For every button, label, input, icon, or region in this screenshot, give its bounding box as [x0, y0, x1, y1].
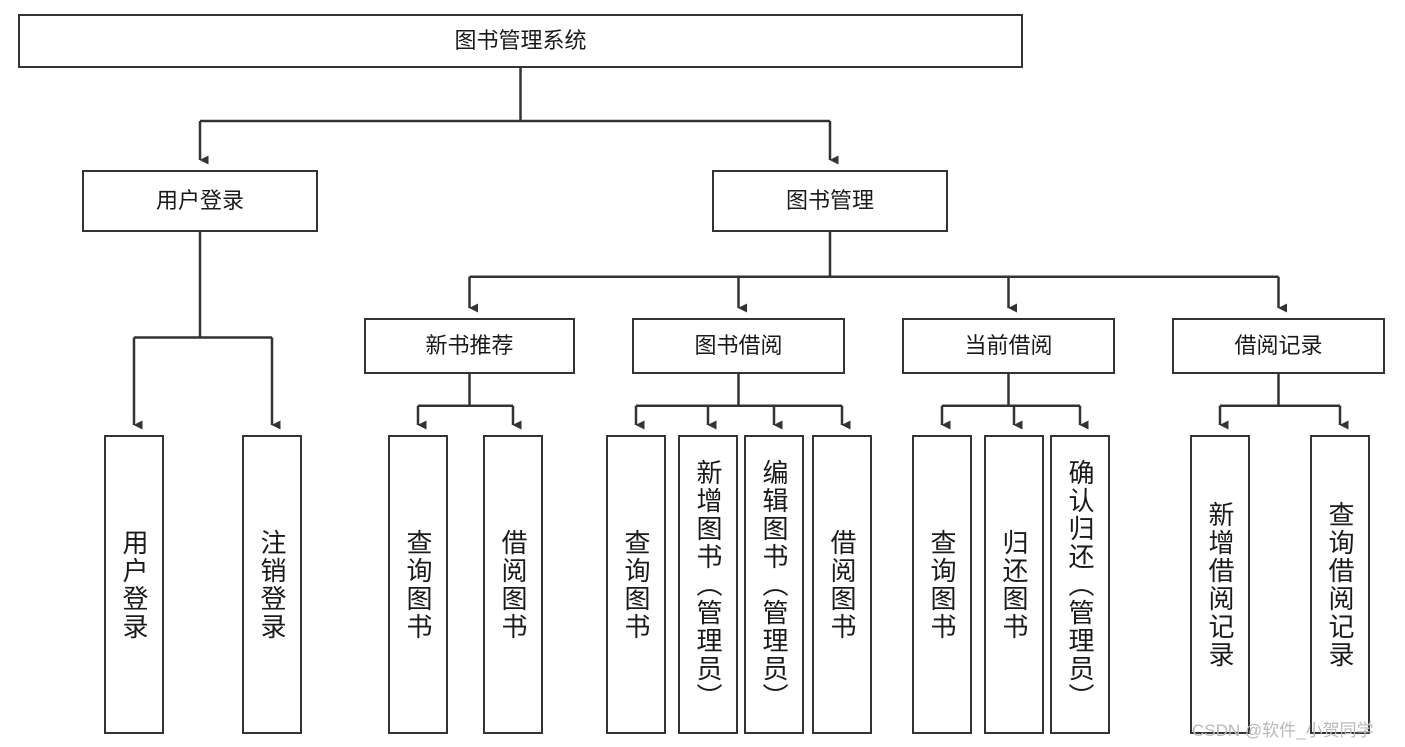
node-borrow-record[interactable]: 借阅记录	[1172, 318, 1385, 374]
node-label: 借阅图书	[827, 528, 857, 641]
node-label: 借阅图书	[498, 528, 528, 641]
node-label: 新书推荐	[425, 332, 514, 358]
node-label: 查询图书	[403, 528, 433, 641]
node-label: 用户登录	[119, 528, 149, 641]
node-book-borrow[interactable]: 图书借阅	[632, 318, 845, 374]
node-label: 图书借阅	[694, 332, 783, 358]
node-label: 查询借阅记录	[1325, 500, 1355, 669]
node-current-borrow[interactable]: 当前借阅	[902, 318, 1115, 374]
node-leaf-add-book[interactable]: 新增图书（管理员）	[678, 435, 738, 734]
node-leaf-query-book-3[interactable]: 查询图书	[912, 435, 972, 734]
node-book-management[interactable]: 图书管理	[712, 170, 948, 232]
node-user-login[interactable]: 用户登录	[82, 170, 318, 232]
node-leaf-borrow-book-2[interactable]: 借阅图书	[812, 435, 872, 734]
node-leaf-logout[interactable]: 注销登录	[242, 435, 302, 734]
node-label: 借阅记录	[1234, 332, 1323, 358]
node-leaf-return-book[interactable]: 归还图书	[984, 435, 1044, 734]
node-leaf-borrow-book-1[interactable]: 借阅图书	[483, 435, 543, 734]
node-label: 查询图书	[621, 528, 651, 641]
node-leaf-query-book-1[interactable]: 查询图书	[388, 435, 448, 734]
node-leaf-query-book-2[interactable]: 查询图书	[606, 435, 666, 734]
node-label: 用户登录	[155, 187, 244, 213]
node-leaf-confirm-return[interactable]: 确认归还（管理员）	[1050, 435, 1110, 734]
node-label: 新增图书（管理员）	[693, 458, 723, 711]
node-leaf-query-borrow-record[interactable]: 查询借阅记录	[1310, 435, 1370, 734]
node-label: 确认归还（管理员）	[1065, 458, 1095, 711]
node-label: 当前借阅	[964, 332, 1053, 358]
node-label: 归还图书	[999, 528, 1029, 641]
node-new-book-recommend[interactable]: 新书推荐	[364, 318, 575, 374]
node-label: 编辑图书（管理员）	[759, 458, 789, 711]
node-leaf-user-login[interactable]: 用户登录	[104, 435, 164, 734]
node-root[interactable]: 图书管理系统	[18, 14, 1023, 68]
node-leaf-edit-book[interactable]: 编辑图书（管理员）	[744, 435, 804, 734]
node-label: 图书管理系统	[454, 27, 587, 53]
node-leaf-add-borrow-record[interactable]: 新增借阅记录	[1190, 435, 1250, 734]
node-label: 图书管理	[785, 187, 874, 213]
node-label: 注销登录	[257, 528, 287, 641]
node-label: 新增借阅记录	[1205, 500, 1235, 669]
node-label: 查询图书	[927, 528, 957, 641]
